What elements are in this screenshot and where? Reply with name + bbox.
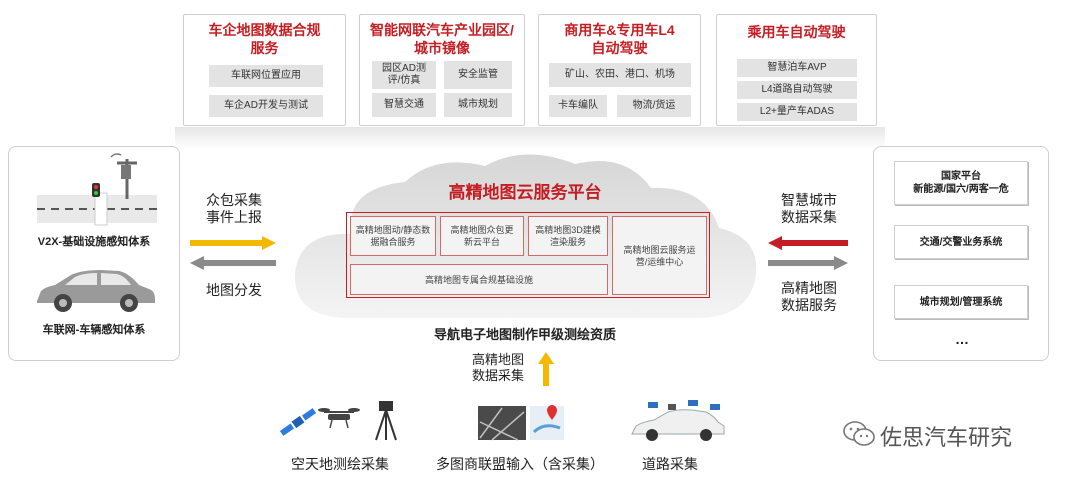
card-passenger-ad: 乘用车自动驾驶 智慧泊车AVP L4道路自动驾驶 L2+量产车ADAS [716,14,877,126]
chip: 园区AD测评/仿真 [372,61,436,89]
data-service-label: 高精地图 数据服务 [768,280,850,314]
chip: L2+量产车ADAS [737,103,857,121]
chip: 城市规划 [444,93,512,117]
gray-left-arrow-icon [190,256,276,270]
chip: 矿山、农田、港口、机场 [549,63,691,87]
national-platform-box: 国家平台 新能源/国六/两客一危 [894,161,1028,205]
label-line: 数据服务 [781,297,837,313]
yellow-up-arrow-icon [538,352,554,386]
qualification-caption: 导航电子地图制作甲级测绘资质 [433,327,616,342]
red-left-arrow-icon [768,236,848,250]
label-line: 高精地图 [471,352,524,367]
label-line: 数据采集 [781,209,837,225]
chip: 智慧交通 [372,93,436,117]
watermark-text: 佐思汽车研究 [880,425,1013,450]
source-alliance-label: 多图商联盟输入（含采集） [436,456,604,472]
map-alliance-icon [478,405,564,441]
traffic-signal-icon [37,153,157,226]
module-3d-render: 高精地图3D建模渲染服务 [528,216,608,256]
car-icon [37,270,155,312]
chip: L4道路自动驾驶 [737,81,857,99]
right-panel: 国家平台 新能源/国六/两客一危 交通/交警业务系统 城市规划/管理系统 … [873,146,1049,361]
label-line: 智慧城市 [781,192,837,208]
card-commercial-l4: 商用车&专用车L4自动驾驶 矿山、农田、港口、机场 卡车编队 物流/货运 [538,14,701,126]
left-panel: V2X-基础设施感知体系 车联网-车辆感知体系 [8,146,180,361]
map-distribution-label: 地图分发 [206,282,262,298]
card-park-city: 智能网联汽车产业园区/城市镜像 园区AD测评/仿真 安全监管 智慧交通 城市规划 [359,14,525,126]
card-title: 商用车&专用车L4自动驾驶 [564,22,675,56]
cloud-title: 高精地图云服务平台 [448,183,602,202]
chip: 车企AD开发与测试 [209,95,323,117]
chip: 卡车编队 [549,95,607,117]
card-title: 乘用车自动驾驶 [747,24,846,40]
label-line: 众包采集 [206,192,262,208]
ops-center: 高精地图云服务运营/运维中心 [612,216,707,295]
crowdsource-label: 众包采集 事件上报 [188,192,280,226]
yellow-right-arrow-icon [190,236,276,250]
hd-map-collection-label: 高精地图 数据采集 [458,352,538,384]
module-crowdsource: 高精地图众包更新云平台 [440,216,524,256]
wechat-icon [843,421,875,446]
cloud-frame [346,212,710,298]
label-line: 数据采集 [471,368,524,383]
smart-city-label: 智慧城市 数据采集 [768,192,850,226]
source-aerospace-label: 空天地测绘采集 [291,456,389,472]
national-platform-text: 国家平台 新能源/国六/两客一危 [913,171,1009,195]
module-fusion: 高精地图动/静态数据融合服务 [350,216,436,256]
chip: 智慧泊车AVP [737,59,857,77]
chip: 车联网位置应用 [209,65,323,87]
card-title: 智能网联汽车产业园区/城市镜像 [370,22,514,56]
source-road-label: 道路采集 [642,456,698,472]
satellite-drone-survey-icon [280,401,397,441]
vehicle-label: 车联网-车辆感知体系 [42,324,146,336]
card-oem-compliance: 车企地图数据合规服务 车联网位置应用 车企AD开发与测试 [183,14,346,126]
city-planning-box: 城市规划/管理系统 [894,285,1028,319]
chip: 物流/货运 [617,95,691,117]
label-line: 高精地图 [781,280,837,296]
traffic-system-box: 交通/交警业务系统 [894,225,1028,259]
gray-right-arrow-icon [768,256,848,270]
top-band [175,127,885,149]
chip: 安全监管 [444,61,512,89]
infra-bar: 高精地图专属合规基础设施 [350,264,608,295]
more-ellipsis: … [955,331,969,347]
survey-car-icon [631,400,725,441]
infra-label: V2X-基础设施感知体系 [37,236,151,248]
card-title: 车企地图数据合规服务 [208,22,321,56]
label-line: 事件上报 [206,209,262,225]
